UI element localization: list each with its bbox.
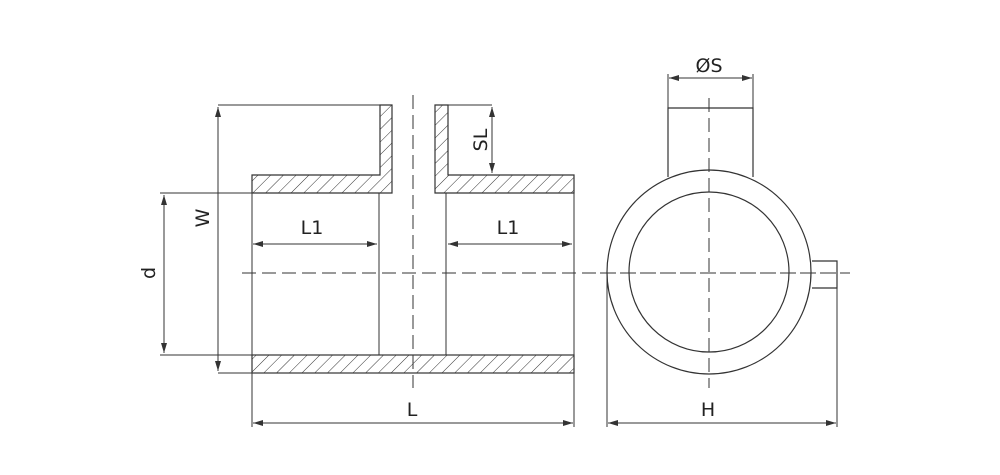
- H-label: H: [701, 399, 715, 421]
- L-label: L: [407, 399, 418, 421]
- d-label: d: [138, 267, 160, 279]
- SL-label: SL: [470, 128, 492, 151]
- terminal-pin: [812, 260, 838, 289]
- S-label: ØS: [695, 55, 722, 77]
- L1-left-label: L1: [301, 217, 324, 239]
- L1-right-label: L1: [497, 217, 520, 239]
- front-view: ØS H: [600, 55, 850, 427]
- top-wall-hatched: [251, 104, 393, 194]
- branch-outlet: [667, 107, 754, 177]
- section-view: W d L1 L1 L SL: [138, 95, 850, 427]
- top-wall-hatched-right: [434, 104, 575, 194]
- W-label: W: [192, 208, 214, 227]
